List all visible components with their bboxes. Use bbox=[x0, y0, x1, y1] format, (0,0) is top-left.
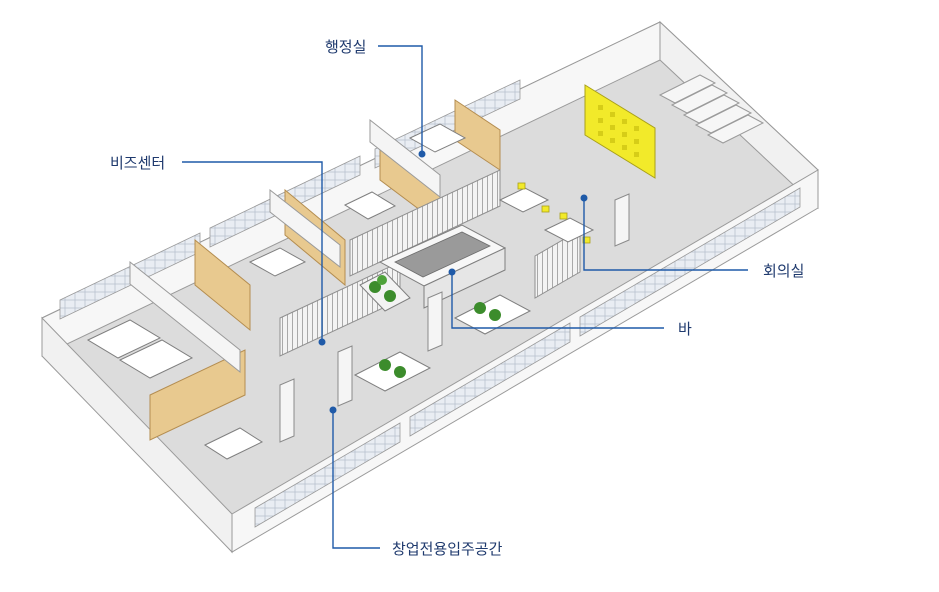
plant bbox=[369, 281, 381, 293]
biz-center-desks bbox=[86, 123, 467, 460]
wood-partition-1 bbox=[149, 349, 246, 441]
label-bar: 바 bbox=[678, 320, 692, 338]
leader-admin bbox=[378, 45, 423, 154]
leader-startup-space bbox=[332, 410, 380, 549]
leader-bar bbox=[451, 272, 664, 329]
leader-dot-biz-center bbox=[318, 338, 326, 346]
front-wall-windows-2 bbox=[409, 322, 571, 437]
back-wall-windows-3 bbox=[374, 79, 521, 169]
leader-biz-center bbox=[182, 161, 323, 342]
front-wall-windows-3 bbox=[579, 187, 801, 337]
meeting-chairs bbox=[517, 182, 591, 244]
wood-partition-2 bbox=[194, 238, 251, 332]
bar-counter-front bbox=[423, 247, 506, 309]
label-startup-space: 창업전용입주공간 bbox=[392, 540, 503, 558]
bar-counter-inset bbox=[394, 231, 491, 278]
yellow-wall-holes bbox=[598, 105, 639, 157]
leader-meeting-room bbox=[583, 198, 748, 271]
staircase bbox=[658, 74, 765, 144]
label-meeting-room: 회의실 bbox=[763, 262, 805, 280]
meeting-table-1 bbox=[498, 187, 550, 213]
leader-dot-bar bbox=[448, 268, 456, 276]
label-biz-center: 비즈센터 bbox=[110, 154, 166, 172]
startup-desks bbox=[353, 294, 532, 392]
leader-dot-startup-space bbox=[329, 406, 337, 414]
meeting-table-2 bbox=[543, 217, 595, 243]
leader-dot-admin bbox=[418, 150, 426, 158]
leader-dot-meeting-room bbox=[580, 194, 588, 202]
plant bbox=[384, 290, 396, 302]
label-admin: 행정실 bbox=[325, 38, 367, 56]
pillars bbox=[279, 193, 630, 443]
slat-screen-2 bbox=[349, 169, 501, 277]
room-divider-1 bbox=[129, 260, 241, 374]
front-wall-windows-1 bbox=[254, 422, 401, 528]
room-divider-3 bbox=[369, 118, 441, 199]
plant bbox=[377, 275, 387, 285]
